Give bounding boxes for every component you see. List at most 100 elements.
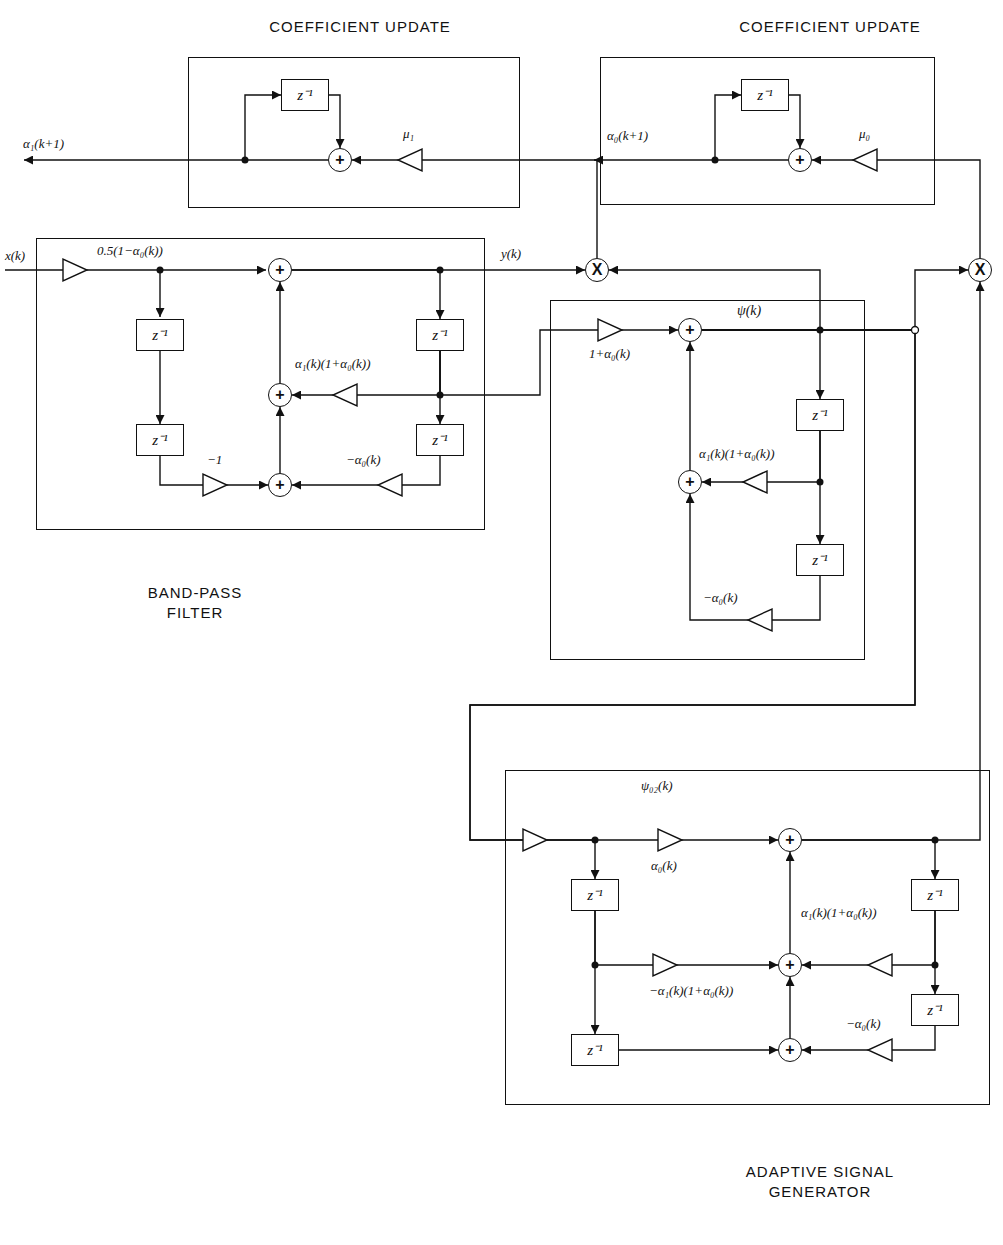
signal-label: 0.5(1−α₀(k)) bbox=[96, 243, 164, 259]
operator-symbol: + bbox=[685, 474, 694, 490]
gain-triangle bbox=[523, 829, 547, 851]
signal-label: −α₀(k) bbox=[702, 590, 739, 606]
gain-triangle bbox=[333, 384, 357, 406]
region-heading: ADAPTIVE SIGNAL GENERATOR bbox=[730, 1162, 910, 1202]
signal-label: μ₁ bbox=[402, 126, 415, 142]
delay-block: z⁻¹ bbox=[281, 79, 329, 111]
delay-block: z⁻¹ bbox=[741, 79, 789, 111]
signal-wire bbox=[470, 330, 915, 879]
region-heading: COEFFICIENT UPDATE bbox=[250, 17, 470, 37]
signal-wire bbox=[292, 351, 440, 395]
delay-block: z⁻¹ bbox=[911, 994, 959, 1026]
gain-triangle bbox=[853, 149, 877, 171]
delay-block: z⁻¹ bbox=[911, 879, 959, 911]
junction-dot bbox=[157, 267, 164, 274]
signal-wire bbox=[689, 342, 690, 470]
signal-label: x(k) bbox=[4, 248, 26, 264]
junction-dot bbox=[817, 327, 824, 334]
multiplier-circle: X bbox=[968, 258, 992, 282]
delay-symbol: z⁻¹ bbox=[432, 328, 447, 343]
operator-symbol: + bbox=[785, 832, 794, 848]
adder-circle: + bbox=[268, 258, 292, 282]
signal-label: −α₀(k) bbox=[345, 452, 382, 468]
output-wire bbox=[594, 159, 715, 160]
delay-block: z⁻¹ bbox=[136, 424, 184, 456]
adder-circle: + bbox=[678, 470, 702, 494]
operator-symbol: + bbox=[795, 152, 804, 168]
gain-triangle bbox=[203, 474, 227, 496]
signal-label: y(k) bbox=[500, 246, 522, 262]
signal-label: −1 bbox=[206, 452, 223, 468]
signal-wire bbox=[279, 407, 280, 473]
gain-triangle bbox=[63, 259, 87, 281]
signal-wire bbox=[702, 330, 820, 399]
multiplier-circle: X bbox=[585, 258, 609, 282]
signal-wire bbox=[802, 840, 935, 879]
signal-wire bbox=[329, 95, 340, 148]
signal-label: −α₀(k) bbox=[845, 1016, 882, 1032]
adder-circle: + bbox=[778, 953, 802, 977]
signal-label: ψ(k) bbox=[735, 303, 763, 319]
delay-block: z⁻¹ bbox=[796, 544, 844, 576]
signal-wire bbox=[702, 270, 968, 330]
signal-wire bbox=[159, 351, 160, 424]
gain-triangle bbox=[653, 954, 677, 976]
region-box: ADAPTIVE SIGNAL GENERATOR+z⁻¹z⁻¹+z⁻¹+z⁻¹ bbox=[505, 770, 990, 1105]
delay-symbol: z⁻¹ bbox=[297, 88, 312, 103]
junction-dot bbox=[437, 267, 444, 274]
delay-symbol: z⁻¹ bbox=[152, 433, 167, 448]
delay-symbol: z⁻¹ bbox=[927, 1003, 942, 1018]
delay-block: z⁻¹ bbox=[571, 879, 619, 911]
gain-triangle bbox=[378, 474, 402, 496]
signal-wire bbox=[440, 330, 678, 395]
junction-dot bbox=[712, 157, 719, 164]
operator-symbol: + bbox=[785, 1042, 794, 1058]
signal-wire bbox=[279, 282, 280, 383]
region-heading: COEFFICIENT UPDATE bbox=[720, 17, 940, 37]
signal-label: μ₀ bbox=[858, 126, 871, 142]
signal-label: ψ₀₂(k) bbox=[640, 778, 674, 794]
operator-symbol: X bbox=[592, 262, 603, 278]
delay-symbol: z⁻¹ bbox=[812, 408, 827, 423]
signal-label: 1+α₀(k) bbox=[588, 346, 631, 362]
delay-symbol: z⁻¹ bbox=[757, 88, 772, 103]
signal-wire bbox=[789, 977, 790, 1038]
adder-circle: + bbox=[268, 383, 292, 407]
delay-symbol: z⁻¹ bbox=[812, 553, 827, 568]
signal-label: α₁(k+1) bbox=[22, 136, 65, 152]
adder-circle: + bbox=[778, 1038, 802, 1062]
signal-wire bbox=[595, 911, 778, 965]
output-wire bbox=[24, 159, 245, 160]
gain-triangle bbox=[743, 471, 767, 493]
region-heading: BAND-PASS FILTER bbox=[125, 583, 265, 623]
signal-label: α₁(k)(1+α₀(k)) bbox=[698, 446, 775, 462]
signal-wire bbox=[789, 852, 790, 953]
operator-symbol: + bbox=[335, 152, 344, 168]
signal-wire bbox=[470, 330, 915, 840]
operator-symbol: + bbox=[685, 322, 694, 338]
delay-symbol: z⁻¹ bbox=[587, 1043, 602, 1058]
gain-triangle bbox=[868, 954, 892, 976]
input-branch-wire bbox=[159, 270, 160, 317]
region-box: COEFFICIENT UPDATEz⁻¹+ bbox=[188, 57, 520, 208]
delay-symbol: z⁻¹ bbox=[587, 888, 602, 903]
signal-wire bbox=[789, 95, 800, 148]
signal-wire bbox=[292, 270, 440, 319]
junction-dot bbox=[932, 837, 939, 844]
region-box: BAND-PASS FILTER+z⁻¹z⁻¹+z⁻¹+z⁻¹ bbox=[36, 238, 485, 530]
gain-triangle bbox=[598, 319, 622, 341]
gain-triangle bbox=[658, 829, 682, 851]
signal-wire bbox=[352, 160, 597, 258]
junction-dot bbox=[817, 479, 824, 486]
junction-dot bbox=[242, 157, 249, 164]
junction-dot bbox=[437, 392, 444, 399]
delay-symbol: z⁻¹ bbox=[432, 433, 447, 448]
adder-circle: + bbox=[678, 318, 702, 342]
region-box: COEFFICIENT UPDATEz⁻¹+ bbox=[600, 57, 935, 205]
adder-circle: + bbox=[328, 148, 352, 172]
signal-label: α₁(k)(1+α₀(k)) bbox=[294, 356, 371, 372]
delay-block: z⁻¹ bbox=[796, 399, 844, 431]
